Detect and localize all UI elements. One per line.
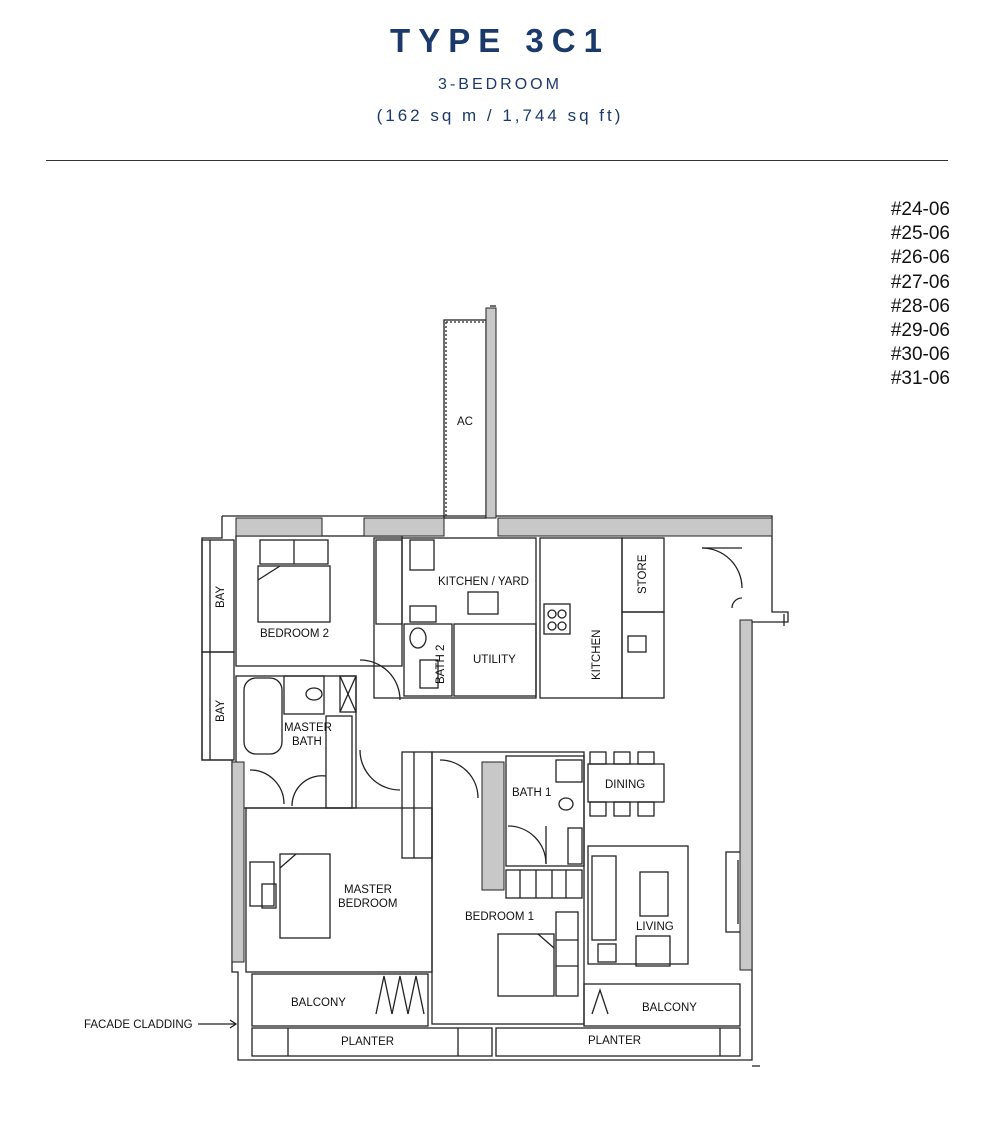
balcony-left <box>251 973 429 1027</box>
label-bath2: BATH 2 <box>435 645 447 684</box>
bedroom1-bed <box>497 933 555 997</box>
label-bath1: BATH 1 <box>512 787 551 799</box>
balcony-right <box>583 983 741 1027</box>
label-ac: AC <box>457 416 473 428</box>
label-kitchen-yard: KITCHEN / YARD <box>438 576 529 588</box>
kitchen-island <box>621 611 665 699</box>
label-bedroom1: BEDROOM 1 <box>465 911 534 923</box>
label-planter-left: PLANTER <box>341 1036 394 1048</box>
header-divider <box>46 160 948 161</box>
label-bedroom2: BEDROOM 2 <box>260 628 329 640</box>
unit-number: #30-06 <box>890 344 950 366</box>
bedroom2-bed <box>257 565 331 623</box>
label-facade-cladding: FACADE CLADDING <box>84 1019 193 1031</box>
label-planter-right: PLANTER <box>588 1035 641 1047</box>
unit-number: #29-06 <box>890 320 950 342</box>
plan-area: (162 sq m / 1,744 sq ft) <box>376 106 624 125</box>
label-living: LIVING <box>636 921 674 933</box>
label-balcony-right: BALCONY <box>642 1002 697 1014</box>
hall-wardrobe <box>401 751 433 859</box>
master-bed <box>279 853 331 939</box>
unit-number: #31-06 <box>890 368 950 390</box>
plan-title: TYPE 3C1 <box>390 22 610 59</box>
planter-left <box>251 1027 493 1057</box>
room-labels: AC KITCHEN / YARD STORE BAY BAY BEDROOM … <box>84 416 697 1048</box>
wall-poured <box>231 307 773 971</box>
label-utility: UTILITY <box>473 654 516 666</box>
label-balcony-left: BALCONY <box>291 997 346 1009</box>
label-master-bedroom-2: BEDROOM <box>338 898 397 910</box>
planter-right <box>495 1027 741 1057</box>
unit-list: #24-06 #25-06 #26-06 #27-06 #28-06 #29-0… <box>891 198 950 392</box>
utility-room <box>453 623 537 697</box>
label-master-bedroom-1: MASTER <box>344 884 392 896</box>
label-bay-upper: BAY <box>215 586 227 608</box>
label-bay-lower: BAY <box>215 700 227 722</box>
bedroom1-wardrobe <box>505 869 583 899</box>
unit-number: #28-06 <box>890 295 950 317</box>
unit-number: #24-06 <box>890 199 950 220</box>
bay-window-lower <box>201 651 235 761</box>
label-master-bath-2: BATH <box>292 736 322 748</box>
bathtub <box>243 677 283 755</box>
bath1 <box>505 755 585 867</box>
unit-number: #26-06 <box>890 247 950 269</box>
label-store: STORE <box>637 554 649 594</box>
unit-number: #27-06 <box>890 271 950 293</box>
unit-number: #25-06 <box>890 223 950 245</box>
label-kitchen: KITCHEN <box>591 630 603 680</box>
sofa <box>587 845 689 965</box>
label-master-bath-1: MASTER <box>284 722 332 734</box>
plan-subtitle: 3-BEDROOM <box>438 76 562 93</box>
label-dining: DINING <box>605 779 645 791</box>
